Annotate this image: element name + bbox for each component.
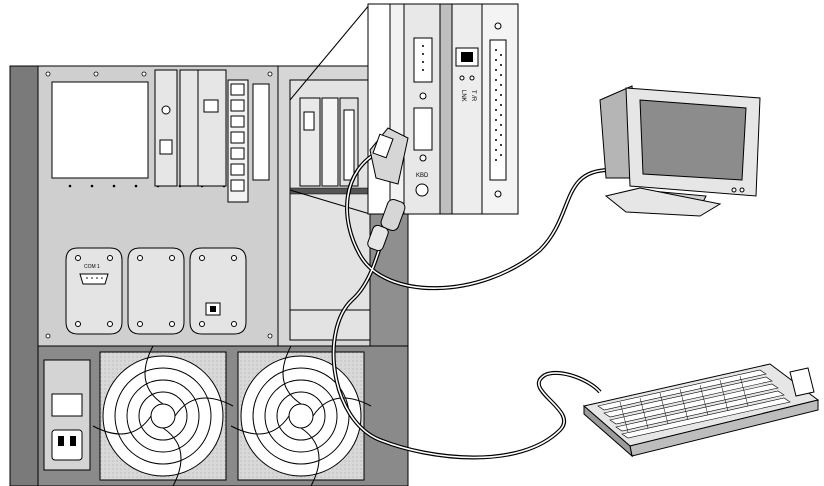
tr-label: T /R: [470, 90, 476, 102]
fan-icon: [93, 346, 233, 486]
keyboard-icon: [584, 364, 818, 456]
com-port-connector: [80, 274, 108, 284]
keyboard-port-label: KBD: [416, 173, 429, 179]
monitor-icon: [600, 86, 760, 216]
server-chassis: COM 1: [10, 66, 408, 486]
zoomed-card-panel: KBD LNK T /R: [368, 4, 518, 214]
link-label: LNK: [460, 90, 466, 102]
com-port-label: COM 1: [84, 264, 100, 270]
